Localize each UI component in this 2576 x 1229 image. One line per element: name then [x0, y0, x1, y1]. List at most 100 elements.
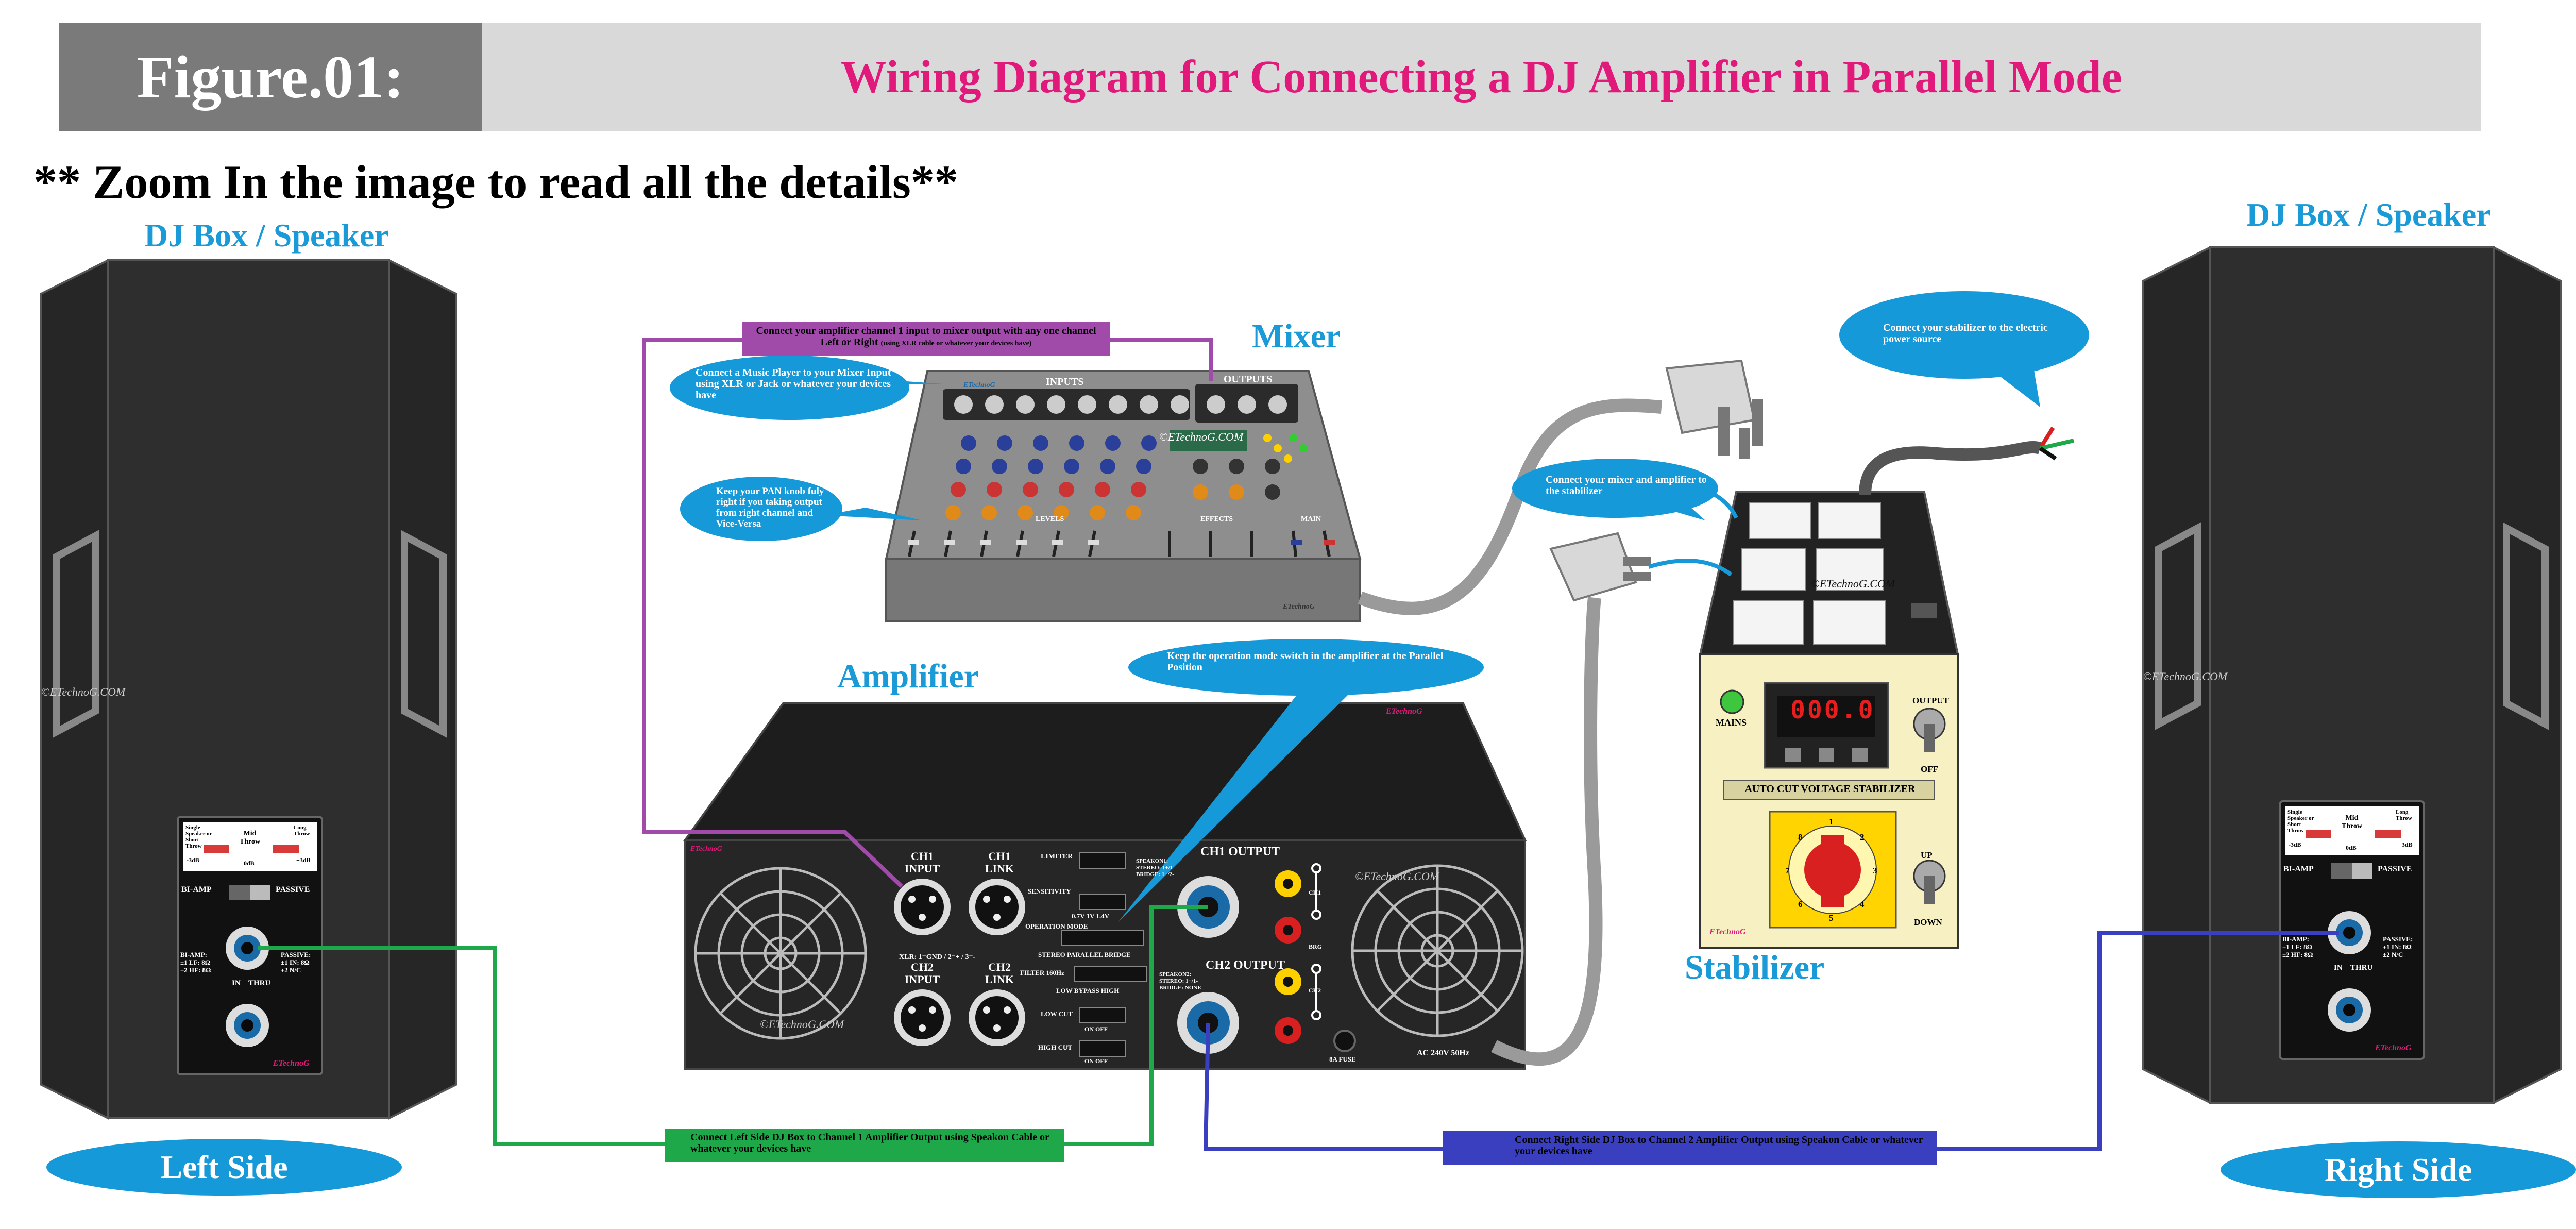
amp-brand-panel: ETechnoG: [690, 845, 722, 853]
note-box-left: [665, 1129, 1064, 1162]
arrow-amp-power: [1648, 559, 1733, 577]
stabilizer-display: 000.0: [1790, 696, 1875, 725]
figure-label-box: [59, 23, 482, 131]
amp-post-ch2: CH2: [1309, 987, 1321, 994]
left-panel-brand: ETechnoG: [273, 1059, 310, 1068]
amp-filter: FILTER 160Hz: [1020, 969, 1064, 977]
note-operation-mode: Keep the operation mode switch in the am…: [1128, 639, 1484, 696]
right-bi-amp-label: BI-AMP: [2283, 865, 2314, 873]
amp-brand-top: ETechnoG: [1386, 707, 1422, 716]
left-db-plus: +3dB: [296, 856, 311, 864]
left-passive-detail: PASSIVE:±1 IN: 8Ω±2 N/C: [281, 951, 311, 974]
amp-filter-options: LOW BYPASS HIGH: [1056, 987, 1120, 995]
amp-high-cut: HIGH CUT: [1038, 1043, 1073, 1051]
left-in-label: IN: [232, 979, 241, 987]
figure-label: Figure.01:: [137, 43, 404, 111]
right-side-badge: Right Side: [2221, 1141, 2576, 1198]
stabilizer-label: Stabilizer: [1685, 949, 1825, 986]
right-db-minus: -3dB: [2289, 841, 2301, 848]
amp-power-rating: AC 240V 50Hz: [1417, 1049, 1469, 1057]
left-thru-label: THRU: [248, 979, 271, 987]
amp-ch1-input: CH1 INPUT: [904, 850, 940, 875]
amp-fan-left: [694, 867, 867, 1040]
left-throw-mid: Mid Throw: [239, 830, 261, 846]
amplifier: [683, 702, 1527, 1070]
amp-high-cut-on-off: ON OFF: [1084, 1057, 1108, 1065]
amp-ch2-link: CH2 LINK: [985, 961, 1014, 986]
amp-ch2-input: CH2 INPUT: [904, 961, 940, 986]
right-db-plus: +3dB: [2398, 841, 2413, 848]
mixer: [885, 370, 1362, 622]
note-left-box: Connect Left Side DJ Box to Channel 1 Am…: [690, 1132, 1049, 1154]
note-box-mixer-amp: [742, 322, 1110, 356]
note-mixer-amp-stabilizer: Connect your mixer and amplifier to the …: [1512, 459, 1718, 518]
amp-fan-right: [1351, 864, 1524, 1037]
mixer-label: Mixer: [1252, 317, 1341, 355]
amp-ch1-link: CH1 LINK: [985, 850, 1014, 875]
right-speaker-title: DJ Box / Speaker: [2246, 196, 2491, 233]
amp-xlr-connectors: [894, 879, 1025, 1046]
title-box: [482, 23, 2481, 131]
left-db-minus: -3dB: [187, 856, 199, 864]
amp-fuse: 8A FUSE: [1329, 1055, 1356, 1063]
stabilizer-mains: MAINS: [1716, 717, 1747, 728]
right-passive-detail: PASSIVE:±1 IN: 8Ω±2 N/C: [2383, 935, 2413, 958]
mixer-knobs: [945, 430, 1308, 520]
amp-low-cut: LOW CUT: [1041, 1010, 1073, 1018]
stabilizer-knob-8: 8: [1798, 832, 1803, 842]
right-thru-label: THRU: [2350, 964, 2373, 972]
amp-limiter: LIMITER: [1041, 853, 1073, 861]
right-throw-mid: Mid Throw: [2341, 814, 2363, 830]
mixer-brand-top: ETechnoG: [963, 381, 995, 389]
mixer-watermark: ©ETechnoG.COM: [1159, 430, 1244, 443]
left-throw-long: Long Throw: [294, 824, 310, 837]
left-bi-amp-label: BI-AMP: [181, 885, 212, 894]
note-box-right: [1443, 1131, 1937, 1165]
mixer-outputs-label: OUTPUTS: [1224, 374, 1273, 385]
mixer-main-label: MAIN: [1301, 515, 1321, 523]
amplifier-label: Amplifier: [837, 658, 979, 695]
note-mixer-to-amp: Connect your amplifier channel 1 input t…: [756, 325, 1096, 348]
amp-low-cut-on-off: ON OFF: [1084, 1025, 1108, 1033]
power-cords: [1358, 359, 2074, 1066]
left-speaker-watermark: ©ETechnoG.COM: [41, 685, 126, 698]
left-speaker-title: DJ Box / Speaker: [144, 217, 389, 254]
right-speaker-watermark: ©ETechnoG.COM: [2143, 670, 2228, 683]
note-music-player: Connect a Music Player to your Mixer Inp…: [670, 356, 909, 420]
right-throw-long: Long Throw: [2396, 809, 2412, 821]
amp-watermark-bottom: ©ETechnoG.COM: [760, 1018, 844, 1031]
stabilizer-knob-1: 1: [1829, 817, 1834, 827]
left-side-badge: Left Side: [46, 1139, 402, 1196]
amp-speakon1: SPEAKON1: STEREO: 1+/1- BRIDGE: 1+/2-: [1136, 858, 1175, 878]
stabilizer-knob-5: 5: [1829, 913, 1834, 923]
amp-ch1-output: CH1 OUTPUT: [1200, 845, 1280, 858]
left-speaker: [40, 258, 457, 1120]
amp-post-ch1: CH1: [1309, 889, 1321, 896]
stabilizer-output-label: OUTPUT: [1912, 696, 1949, 705]
amp-sensitivity: SENSITIVITY: [1028, 887, 1071, 895]
stabilizer-up-label: UP: [1921, 850, 1933, 860]
amp-modes: STEREO PARALLEL BRIDGE: [1038, 951, 1131, 958]
mixer-effects-label: EFFECTS: [1200, 515, 1233, 523]
stabilizer: [1699, 491, 1959, 949]
stabilizer-knob-3: 3: [1873, 866, 1877, 876]
stabilizer-knob-4: 4: [1860, 899, 1865, 909]
right-speaker: [2142, 245, 2562, 1105]
wire-amp-ch2-to-right-speaker: [1203, 931, 2339, 1151]
zoom-note: ** Zoom In the image to read all the det…: [33, 156, 958, 208]
right-panel-brand: ETechnoG: [2375, 1043, 2412, 1052]
amp-xlr-note: XLR: 1=GND / 2=+ / 3=-: [899, 953, 976, 961]
stabilizer-down-label: DOWN: [1914, 917, 1942, 927]
right-bi-amp-detail: BI-AMP:±1 LF: 8Ω±2 HF: 8Ω: [2282, 935, 2313, 958]
right-throw-short: Single Speaker or Short Throw: [2287, 809, 2314, 834]
left-db-zero: 0dB: [244, 860, 255, 867]
amp-post-brg: BRG: [1309, 943, 1323, 950]
amp-ch2-output: CH2 OUTPUT: [1206, 958, 1285, 972]
stabilizer-sockets: [1733, 502, 1886, 645]
diagram-title: Wiring Diagram for Connecting a DJ Ampli…: [840, 52, 2122, 103]
note-right-box: Connect Right Side DJ Box to Channel 2 A…: [1515, 1134, 1923, 1157]
amp-watermark-top: ©ETechnoG.COM: [1355, 870, 1439, 883]
left-throw-short: Single Speaker or Short Throw: [185, 824, 212, 849]
wire-mixer-to-amp: [642, 338, 1213, 888]
